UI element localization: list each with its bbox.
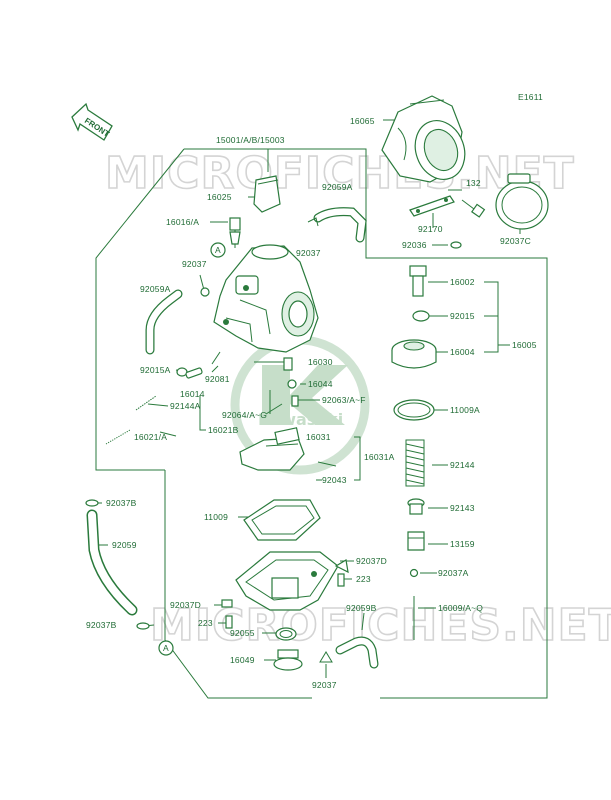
label-16009: 16009/A~Q (438, 603, 483, 613)
carburetor-body (213, 244, 319, 353)
label-13159: 13159 (450, 539, 475, 549)
label-11009: 11009 (204, 512, 228, 522)
label-16021b: 16021B (208, 425, 239, 435)
label-16002: 16002 (450, 277, 475, 287)
drain-plug-16049 (273, 649, 303, 671)
label-16065: 16065 (350, 116, 375, 126)
label-16049: 16049 (230, 655, 255, 665)
svg-text:A: A (215, 245, 221, 255)
label-92037d-left: 92037D (170, 600, 201, 610)
label-92037-top: 92037 (296, 248, 321, 258)
label-16016a: 16016/A (166, 217, 199, 227)
screw-16021 (105, 429, 131, 445)
clip-92037d-right (334, 559, 349, 574)
label-92036: 92036 (402, 240, 427, 250)
label-92015a: 92015A (140, 365, 171, 375)
hose-clamp (495, 173, 549, 230)
label-92170: 92170 (418, 224, 443, 234)
clip-92037b-bottom (136, 622, 150, 630)
label-92015: 92015 (450, 311, 475, 321)
label-16031: 16031 (306, 432, 331, 442)
throttle-valve-top (409, 265, 427, 297)
diagram-code: E1611 (518, 92, 543, 102)
bracket-92170 (409, 195, 455, 217)
label-92063f: 92063/A~F (322, 395, 366, 405)
screw-223-left (225, 615, 233, 629)
label-92037a: 92037A (438, 568, 469, 578)
clip-92037a (409, 568, 419, 578)
cap-16004 (391, 339, 437, 369)
label-16021a: 16021/A (134, 432, 167, 442)
float-16031 (239, 427, 305, 471)
label-132: 132 (466, 178, 481, 188)
label-92064g: 92064/A~G (222, 410, 267, 420)
pin-92043 (317, 461, 337, 467)
throttle-cap (253, 175, 281, 213)
label-92043: 92043 (322, 475, 347, 485)
label-11009a: 11009A (450, 405, 480, 415)
label-16044: 16044 (308, 379, 333, 389)
label-92059a-left: 92059A (140, 284, 171, 294)
label-92037-mid: 92037 (182, 259, 207, 269)
holder-13159 (407, 531, 425, 551)
label-92144a: 92144A (170, 401, 201, 411)
label-16005: 16005 (512, 340, 537, 350)
screw-223-right (337, 573, 345, 587)
svg-text:A: A (163, 643, 169, 653)
clip-92037-top (307, 217, 319, 227)
label-15001: 15001/A/B/15003 (216, 135, 285, 145)
watermark-top: MICROFICHES.NET (105, 148, 575, 199)
label-92059: 92059 (112, 540, 137, 550)
spring-92081 (211, 351, 221, 365)
clip-92037b-top (85, 499, 99, 507)
label-223-left: 223 (198, 618, 213, 628)
watermark-bottom: MICROFICHES.NET (150, 600, 611, 651)
label-92037b-top: 92037B (106, 498, 137, 508)
gasket-11009 (243, 499, 321, 541)
washer-92036 (450, 241, 462, 249)
label-92059a-top: 92059A (322, 182, 353, 192)
screw-16014 (185, 367, 203, 379)
jet-16044 (287, 379, 297, 389)
label-92037-bottom: 92037 (312, 680, 337, 690)
clip-92037-bottom (319, 651, 333, 663)
part-labels: 15001/A/B/15003 16065 16025 92059A 132 1… (86, 116, 537, 690)
label-92081: 92081 (205, 374, 230, 384)
front-arrow-icon: FRONT (71, 102, 113, 141)
spring-92144 (405, 439, 425, 487)
label-16030: 16030 (308, 357, 333, 367)
label-16031a: 16031A (364, 452, 395, 462)
logo-text: Kawasaki (258, 410, 343, 429)
washer-92037-left (200, 287, 210, 297)
intake-manifold (381, 95, 466, 183)
bolt-132 (461, 199, 486, 218)
label-92037d-right: 92037D (356, 556, 387, 566)
jet-16030 (283, 357, 293, 371)
clip-92037d-left (221, 599, 233, 608)
ref-marker-a-bottom: A (158, 640, 174, 656)
label-92144: 92144 (450, 460, 475, 470)
label-92143: 92143 (450, 503, 475, 513)
label-92059b: 92059B (346, 603, 377, 613)
label-92037c: 92037C (500, 236, 531, 246)
ref-marker-a-top: A (210, 242, 226, 258)
label-16014: 16014 (180, 389, 205, 399)
label-92037b-bottom: 92037B (86, 620, 117, 630)
spring-92144a (135, 395, 157, 411)
label-16004: 16004 (450, 347, 475, 357)
label-223-right: 223 (356, 574, 371, 584)
label-92055: 92055 (230, 628, 255, 638)
float-bowl (235, 551, 339, 611)
jet-92063 (291, 395, 299, 407)
nut-92015 (412, 310, 430, 322)
screw-92143 (407, 498, 425, 515)
label-16025: 16025 (207, 192, 232, 202)
throttle-stop-screw (229, 217, 241, 248)
oring-92015a (176, 367, 188, 377)
